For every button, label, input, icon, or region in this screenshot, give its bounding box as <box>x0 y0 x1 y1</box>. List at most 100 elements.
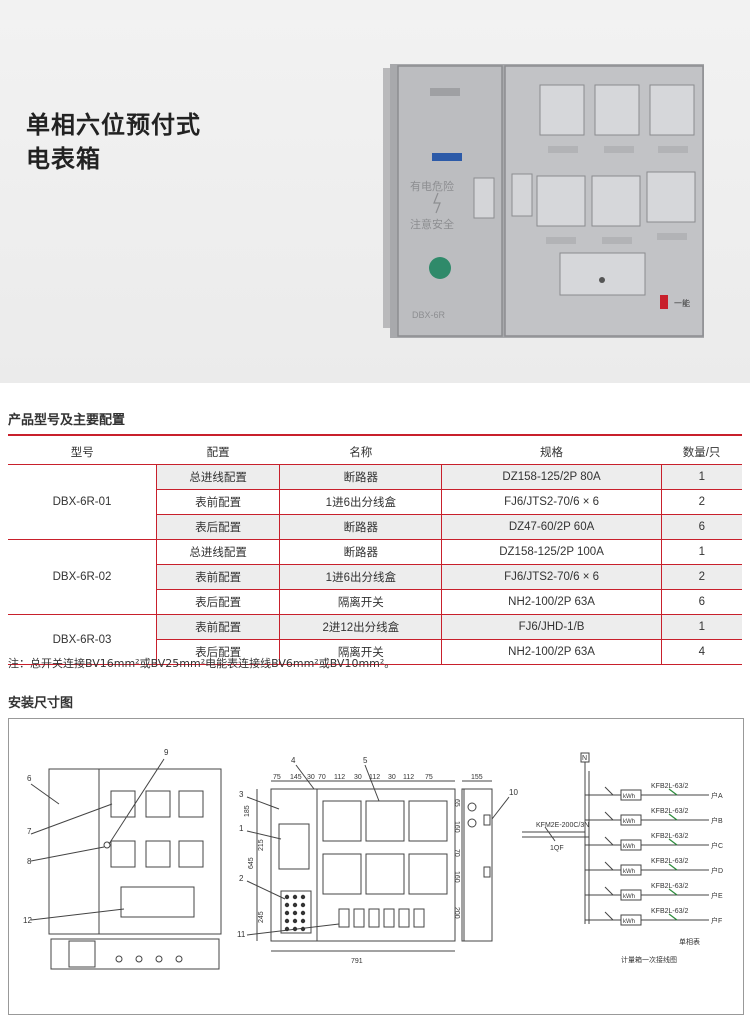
dim-top: 30 <box>388 774 396 781</box>
table-row: 表后配置 断路器 DZ47-60/2P 60A 6 <box>8 514 742 540</box>
install-section-title: 安装尺寸图 <box>8 696 74 711</box>
table-cell: 总进线配置 <box>155 539 280 565</box>
callout-8: 8 <box>27 857 32 866</box>
dim-left: 645 <box>248 857 255 869</box>
kwh-label: kWh <box>623 919 635 925</box>
front-view-outline <box>48 768 222 935</box>
branch-breaker-icon <box>668 888 678 896</box>
branch-breaker-label: KFB2L-63/2 <box>651 808 688 815</box>
dim-top: 112 <box>403 774 414 781</box>
table-cell: 总进线配置 <box>155 464 280 490</box>
branch-switch <box>604 886 614 896</box>
table-cell: 隔离开关 <box>279 639 442 665</box>
header-cell: 型号 <box>8 440 157 465</box>
kwh-label: kWh <box>623 819 635 825</box>
dim-top: 75 <box>273 774 281 781</box>
header-cell: 数量/只 <box>661 440 742 465</box>
dim-right: 65 <box>453 799 460 807</box>
brand-mark: 一能 <box>674 298 690 308</box>
branch-switch <box>604 786 614 796</box>
branch-breaker-icon <box>668 863 678 871</box>
title-line-2: 电表箱 <box>26 145 101 173</box>
branch-group: kWhKFB2L-63/2户AkWhKFB2L-63/2户BkWhKFB2L-6… <box>585 783 723 926</box>
n-label: N <box>582 755 587 762</box>
installation-drawing: 6 7 8 9 12 1 2 3 4 5 11 10 75 145 30 70 … <box>8 718 744 1015</box>
dim-right: 160 <box>453 871 460 883</box>
table-cell: 表前配置 <box>155 564 280 590</box>
dim-left: 215 <box>258 839 265 851</box>
svg-text:有电危险: 有电危险 <box>410 179 454 193</box>
model-cell: DBX-6R-01 <box>8 464 157 540</box>
header-cell: 配置 <box>156 440 280 465</box>
dim-top: 112 <box>369 774 380 781</box>
household-label: 户F <box>711 916 722 925</box>
svg-text:DBX-6R: DBX-6R <box>412 310 446 320</box>
table-cell: 1 <box>660 614 742 640</box>
household-label: 户A <box>711 791 723 800</box>
header-cell: 名称 <box>279 440 442 465</box>
branch-breaker-label: KFB2L-63/2 <box>651 908 688 915</box>
main-qf-label: 1QF <box>550 845 564 852</box>
dim-top: 75 <box>425 774 433 781</box>
table-cell: 6 <box>660 514 742 540</box>
callout-4: 4 <box>291 756 296 765</box>
kwh-label: kWh <box>623 794 635 800</box>
inner-layout-outline <box>270 788 456 942</box>
section-divider <box>8 434 742 436</box>
table-cell: DZ158-125/2P 100A <box>441 539 662 565</box>
branch-breaker-icon <box>668 813 678 821</box>
household-label: 户D <box>711 866 723 875</box>
product-photo: 有电危险 注意安全 DBX-6R 一能 <box>383 64 704 338</box>
branch-switch <box>604 861 614 871</box>
table-cell: 6 <box>660 589 742 615</box>
table-cell: 表前配置 <box>155 489 280 515</box>
table-cell: 断路器 <box>279 464 442 490</box>
wiring-note: 注：总开关连接BV16mm²或BV25mm²电能表连接线BV6mm²或BV10m… <box>8 657 396 670</box>
table-cell: 1进6出分线盒 <box>279 489 442 515</box>
table-cell: 4 <box>660 639 742 665</box>
table-cell: 表后配置 <box>155 514 280 540</box>
callout-6: 6 <box>27 774 32 783</box>
dim-left: 245 <box>258 911 265 923</box>
table-cell: 2进12出分线盒 <box>279 614 442 640</box>
table-cell: 1进6出分线盒 <box>279 564 442 590</box>
table-cell: 断路器 <box>279 514 442 540</box>
hero-banner: 单相六位预付式 电表箱 有电危险 注意安全 DBX-6R <box>0 0 750 383</box>
table-row: 表前配置 1进6出分线盒 FJ6/JTS2-70/6 × 6 2 <box>8 564 742 590</box>
config-section-title: 产品型号及主要配置 <box>8 413 126 428</box>
callout-10: 10 <box>509 788 518 797</box>
diagram-caption: 计量箱一次接线图 <box>621 955 677 964</box>
table-header-row: 型号 配置 名称 规格 数量/只 <box>8 440 742 465</box>
table-cell: 1 <box>660 464 742 490</box>
callout-3: 3 <box>239 790 244 799</box>
table-row: DBX-6R-03 表前配置 2进12出分线盒 FJ6/JHD-1/B 1 <box>8 614 742 665</box>
callout-12: 12 <box>23 916 32 925</box>
table-cell: DZ158-125/2P 80A <box>441 464 662 490</box>
svg-text:注意安全: 注意安全 <box>410 217 454 231</box>
callout-11: 11 <box>237 930 246 939</box>
kwh-label: kWh <box>623 869 635 875</box>
table-cell: 表后配置 <box>155 589 280 615</box>
callout-5: 5 <box>363 756 368 765</box>
branch-breaker-icon <box>668 788 678 796</box>
branch-breaker-icon <box>668 838 678 846</box>
table-cell: 表前配置 <box>155 614 280 640</box>
table-cell: FJ6/JTS2-70/6 × 6 <box>441 489 662 515</box>
header-cell: 规格 <box>441 440 662 465</box>
dim-right: 70 <box>453 849 460 857</box>
table-cell: 2 <box>660 489 742 515</box>
table-cell: NH2-100/2P 63A <box>441 639 662 665</box>
table-row: DBX-6R-01 总进线配置 断路器 DZ158-125/2P 80A 1 <box>8 464 742 540</box>
household-label: 户B <box>711 816 723 825</box>
dim-top: 145 <box>290 774 302 781</box>
dim-left: 185 <box>244 805 251 817</box>
household-label: 户C <box>711 841 723 850</box>
table-cell: FJ6/JTS2-70/6 × 6 <box>441 564 662 590</box>
wiring-diagram <box>522 752 590 924</box>
branch-switch <box>604 836 614 846</box>
dim-right: 160 <box>453 821 460 833</box>
table-row: 表前配置 1进6出分线盒 FJ6/JTS2-70/6 × 6 2 <box>8 489 742 515</box>
side-view-outline <box>461 788 493 942</box>
branch-switch <box>604 811 614 821</box>
callout-7: 7 <box>27 827 32 836</box>
